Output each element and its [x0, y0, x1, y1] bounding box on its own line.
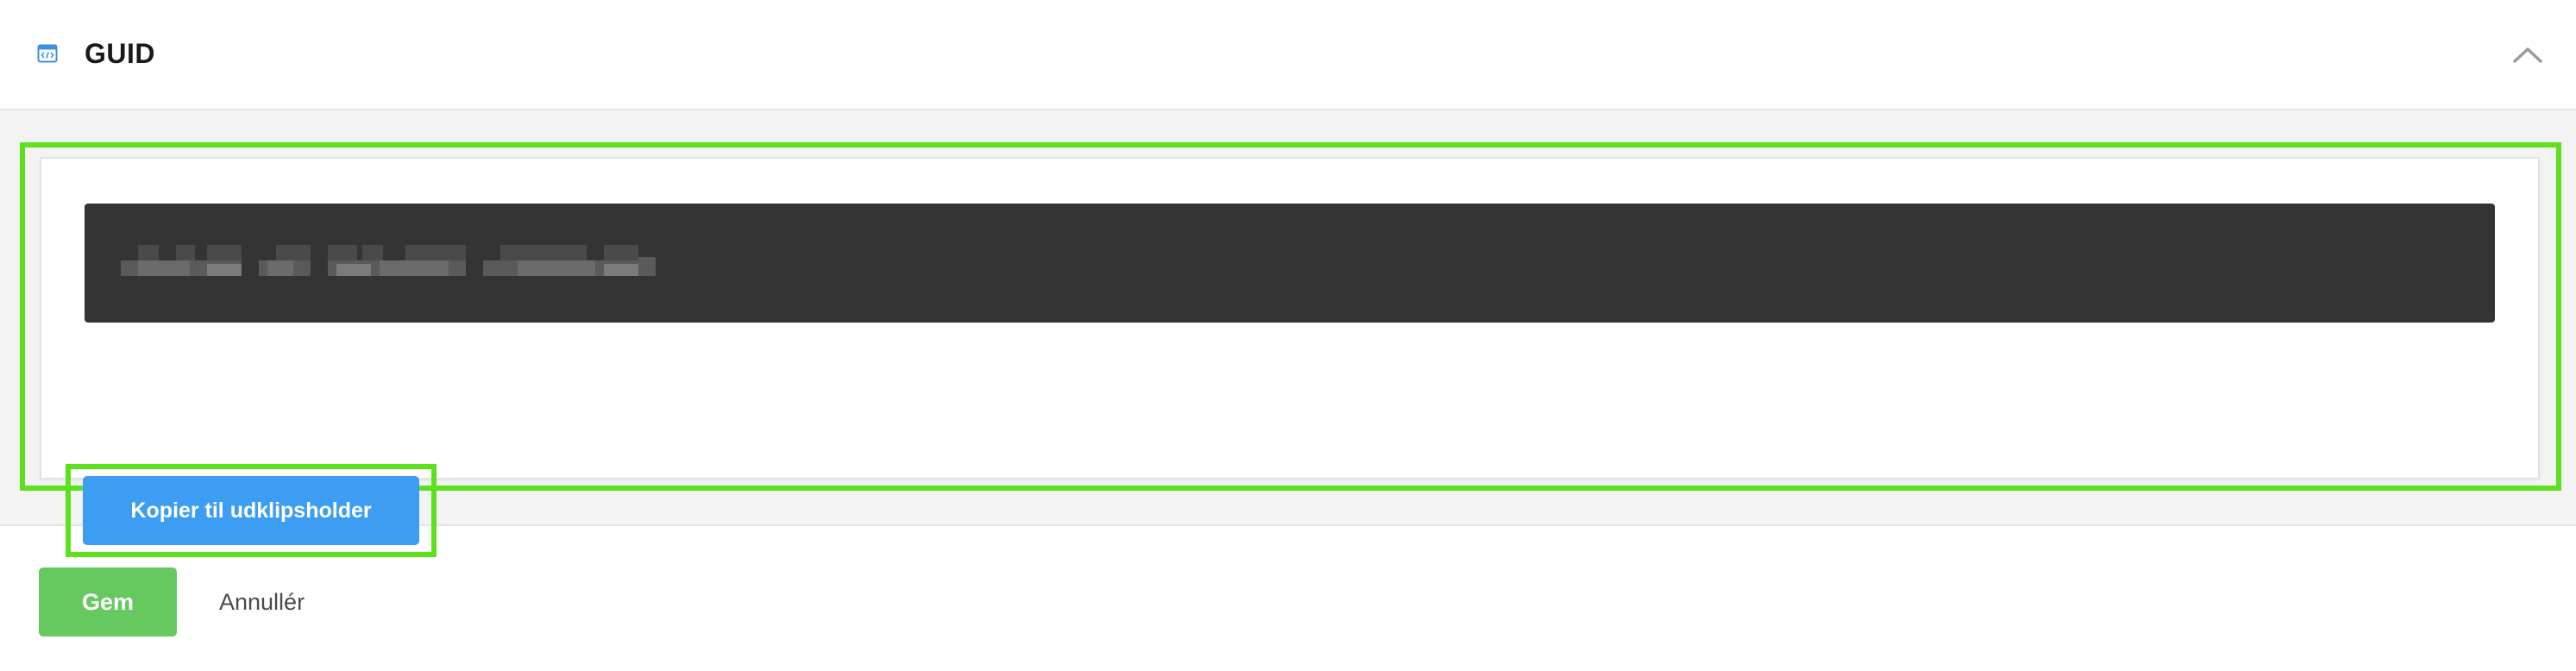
highlight-frame	[20, 142, 2561, 491]
page-title: GUID	[85, 38, 155, 69]
copy-to-clipboard-button[interactable]: Kopier til udklipsholder	[83, 476, 419, 545]
code-window-icon	[37, 43, 58, 64]
save-button[interactable]: Gem	[39, 568, 177, 637]
section-header: GUID	[0, 0, 2576, 110]
button-highlight-frame	[66, 464, 437, 557]
cancel-link[interactable]: Annullér	[219, 589, 305, 615]
guid-card	[40, 157, 2540, 480]
content-area: Kopier til udklipsholder	[0, 110, 2576, 557]
collapse-toggle[interactable]	[2507, 34, 2548, 76]
guid-display[interactable]	[85, 204, 2495, 323]
obscured-guid-text	[121, 245, 656, 276]
chevron-up-icon	[2513, 47, 2542, 63]
